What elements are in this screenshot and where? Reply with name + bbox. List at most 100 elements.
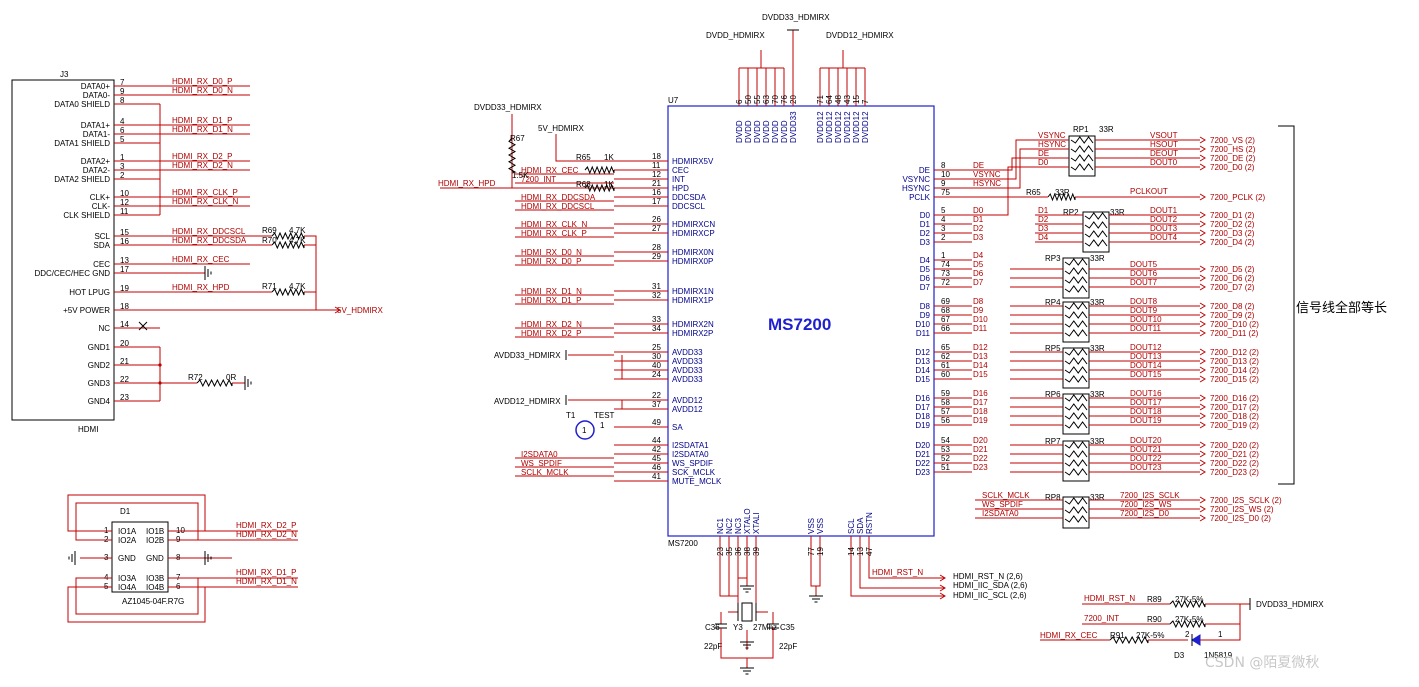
u7-right-name: D20 xyxy=(915,441,930,450)
r71-val: 4.7K xyxy=(289,282,306,291)
j3-pin-label: DATA0+ xyxy=(81,82,111,91)
u7-left-num: 37 xyxy=(652,400,661,409)
u7-right-num: 10 xyxy=(941,170,950,179)
u7-right-net: D17 xyxy=(973,398,988,407)
rp-group-out: DOUT21 xyxy=(1130,445,1162,454)
u7-top-pin-name: DVDD xyxy=(771,120,780,143)
j3-pin-num: 21 xyxy=(120,357,129,366)
u7-bottom-name: RSTN xyxy=(865,512,874,534)
u7-left-name: AVDD33 xyxy=(672,348,703,357)
r72-resistor xyxy=(196,378,233,388)
j3-net-label: HDMI_RX_D2_P xyxy=(172,152,232,161)
pack-body xyxy=(1062,496,1090,529)
r70-ref: R70 xyxy=(262,236,277,245)
u7-right-name: D15 xyxy=(915,375,930,384)
crystal-y3-icon xyxy=(741,602,753,622)
j3-pin-label: GND2 xyxy=(88,361,111,370)
pack-zigzag xyxy=(1064,329,1088,337)
pclk-mid-net: PCLKOUT xyxy=(1130,187,1168,196)
u7-right-num: 57 xyxy=(941,407,950,416)
rp-group-arrow-icon xyxy=(1199,403,1206,411)
u7-right-num: 52 xyxy=(941,454,950,463)
u7-right-net: DE xyxy=(973,161,984,170)
wire xyxy=(555,134,614,162)
u7-bottom-name: XTALI xyxy=(752,512,761,534)
rp-group-out: DOUT23 xyxy=(1130,463,1162,472)
rp-group-arrow-icon xyxy=(1199,302,1206,310)
crystal-ref: Y3 xyxy=(733,623,743,632)
u7-right-name: D21 xyxy=(915,450,930,459)
rp-group-net: 7200_D21 (2) xyxy=(1210,450,1259,459)
u7-right-num: 73 xyxy=(941,269,950,278)
u7-left-num: 46 xyxy=(652,463,661,472)
u7-bottom-name: SCL xyxy=(847,518,856,534)
sync-net-label: 7200_D0 (2) xyxy=(1210,163,1255,172)
rp-group-out: DOUT11 xyxy=(1130,324,1162,333)
u7-avdd33-net: AVDD33_HDMIRX xyxy=(494,351,561,360)
wire xyxy=(1205,604,1241,625)
rp2-out-label: DOUT3 xyxy=(1150,224,1178,233)
j3-net-label: HDMI_RX_HPD xyxy=(172,283,230,292)
rp-group-val: 33R xyxy=(1090,254,1105,263)
d1-ref: D1 xyxy=(120,507,131,516)
u7-top-pin-name: DVDD xyxy=(780,120,789,143)
u7-left-num: 29 xyxy=(652,252,661,261)
pack-zigzag xyxy=(1070,136,1094,144)
pack-zigzag xyxy=(1064,276,1088,284)
u7-right-name: VSYNC xyxy=(902,175,930,184)
u7-top-pin-name: DVDD33 xyxy=(789,111,798,143)
wire xyxy=(755,570,768,613)
5v-arrow-icon xyxy=(334,306,341,314)
t1-num: 1 xyxy=(582,426,587,435)
u7-right-num: 68 xyxy=(941,306,950,315)
u7-right-name: D0 xyxy=(920,211,931,220)
u7-left-net: HDMI_RX_D1_N xyxy=(521,287,582,296)
d1-right-label: IO2B xyxy=(146,536,164,545)
pack-body xyxy=(1062,257,1090,299)
u7-right-num: 56 xyxy=(941,416,950,425)
u7-body xyxy=(667,105,935,537)
u7-left-num: 42 xyxy=(652,445,661,454)
u7-bottom-num: 14 xyxy=(847,547,856,556)
u7-left-num: 30 xyxy=(652,352,661,361)
u7-bottom-name: VSS xyxy=(807,518,816,534)
rp-group-out: DOUT14 xyxy=(1130,361,1162,370)
j3-pin-num: 13 xyxy=(120,256,129,265)
j3-pin-num: 3 xyxy=(120,162,125,171)
rp-group-out: DOUT9 xyxy=(1130,306,1158,315)
vss-bus xyxy=(810,570,821,587)
rp-group-out: DOUT13 xyxy=(1130,352,1162,361)
rp2-arrow-icon xyxy=(1199,211,1206,219)
r91-ref: R91 xyxy=(1110,631,1125,640)
rp2-net-label: 7200_D3 (2) xyxy=(1210,229,1255,238)
pack-zigzag xyxy=(1070,145,1094,153)
rp-group-arrow-icon xyxy=(1199,329,1206,337)
r69-ref: R69 xyxy=(262,226,277,235)
rp-group-net: 7200_D12 (2) xyxy=(1210,348,1259,357)
u7-left-net: HDMI_RX_D0_N xyxy=(521,248,582,257)
wire xyxy=(972,166,1025,216)
rp-group-out: DOUT5 xyxy=(1130,260,1158,269)
u7-right-num: 3 xyxy=(941,224,946,233)
r89-ref: R89 xyxy=(1147,595,1162,604)
u7-top-pin-name: DVDD xyxy=(762,120,771,143)
u7-part: MS7200 xyxy=(668,539,698,548)
u7-right-name: D22 xyxy=(915,459,930,468)
u7-right-name: PCLK xyxy=(909,193,931,202)
u7-left-net: HDMI_RX_CLK_P xyxy=(521,229,587,238)
u7-bottom-name: VSS xyxy=(816,518,825,534)
j3-pin-num: 16 xyxy=(120,237,129,246)
j3-pin-label: DATA0 SHIELD xyxy=(54,100,110,109)
pack-zigzag xyxy=(1064,421,1088,429)
j3-pin-label: DATA1+ xyxy=(81,121,111,130)
d1-left-ground-icon xyxy=(68,551,76,565)
u7-right-net: D18 xyxy=(973,407,988,416)
u7-title: MS7200 xyxy=(768,315,831,334)
u7-left-num: 28 xyxy=(652,243,661,252)
u7-left-num: 44 xyxy=(652,436,661,445)
rp2-out-label: DOUT2 xyxy=(1150,215,1178,224)
rp-group-arrow-icon xyxy=(1199,441,1206,449)
u7-bottom-name: NC2 xyxy=(725,517,734,534)
sda-arrow-icon xyxy=(939,584,946,592)
